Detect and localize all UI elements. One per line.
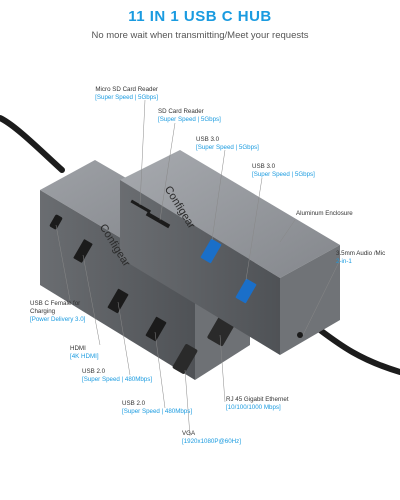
callout-aluminum: Aluminum Enclosure	[296, 210, 353, 217]
callout-usb-c: USB C Female for Charging[Power Delivery…	[30, 300, 86, 323]
rj45-port	[207, 315, 235, 347]
callout-rj45: RJ 45 Gigabit Ethernet[10/100/1000 Mbps]	[226, 396, 289, 411]
sd-slot	[145, 211, 171, 229]
page-title: 11 IN 1 USB C HUB	[128, 8, 272, 25]
callout-usb2-2: USB 2.0[Super Speed | 480Mbps]	[122, 400, 193, 415]
usb2-port-1	[107, 288, 129, 314]
hub-right	[120, 150, 340, 355]
callout-usb2-1: USB 2.0[Super Speed | 480Mbps]	[82, 368, 153, 383]
usb3-port-2	[235, 278, 257, 304]
left-cable	[0, 115, 65, 173]
callout-hdmi: HDMI[4K HDMI]	[70, 345, 99, 360]
micro-sd-slot	[130, 199, 152, 214]
callout-usb3-2: USB 3.0[Super Speed | 5Gbps]	[252, 163, 315, 178]
callout-micro-sd: Micro SD Card Reader[Super Speed | 5Gbps…	[95, 86, 158, 101]
callout-sd: SD Card Reader[Super Speed | 5Gbps]	[158, 108, 221, 123]
right-cable	[317, 327, 400, 375]
callout-usb3-1: USB 3.0[Super Speed | 5Gbps]	[196, 136, 259, 151]
usb2-port-2	[145, 316, 167, 342]
page-subtitle: No more wait when transmitting/Meet your…	[91, 30, 309, 41]
vga-port	[172, 344, 198, 374]
audio-jack	[297, 332, 303, 338]
callout-vga: VGA[1920x1080P@60Hz]	[182, 430, 241, 445]
hdmi-port	[73, 239, 93, 263]
usb-c-port-left	[49, 214, 63, 230]
usb3-port-1	[200, 238, 222, 264]
